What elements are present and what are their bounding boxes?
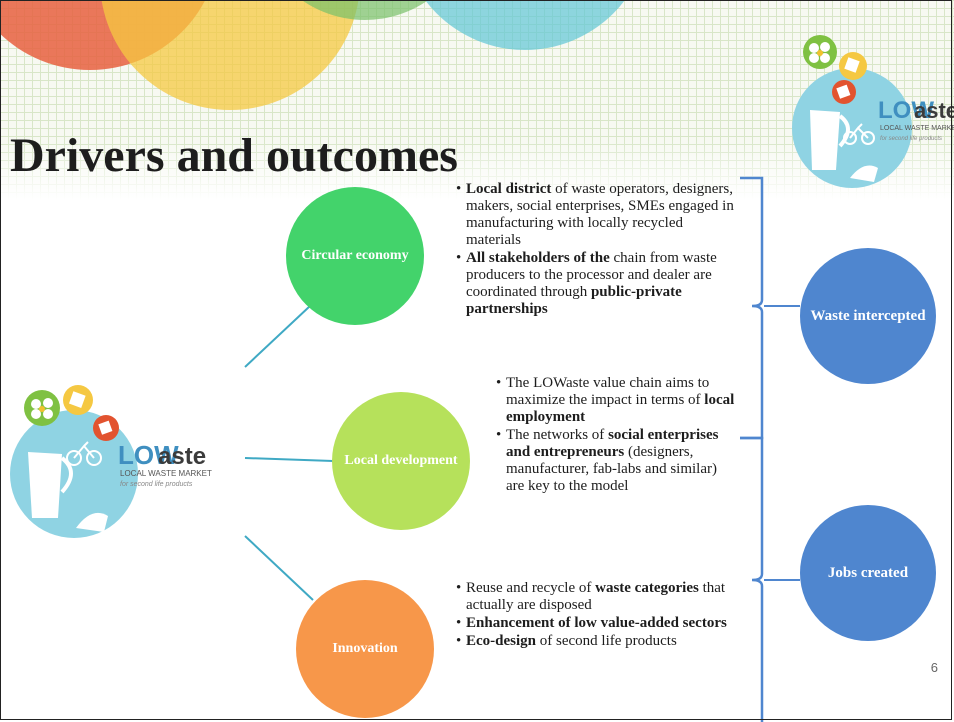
lowaste-logo-left: LOW aste LOCAL WASTE MARKET for second l… xyxy=(10,385,212,538)
node-label: Innovation xyxy=(332,640,398,656)
bullet-item: Eco-design of second life products xyxy=(456,633,736,650)
bullets-local-development: The LOWaste value chain aims to maximize… xyxy=(496,375,736,496)
logo-brand-prefix: LOW xyxy=(878,97,934,124)
brace-waste xyxy=(740,176,764,440)
logo-brand-suffix: aste xyxy=(158,443,206,470)
flower-center-icon xyxy=(39,406,45,412)
node-circular-economy: Circular economy xyxy=(286,187,424,325)
connector-circular xyxy=(244,305,311,368)
node-jobs-created: Jobs created xyxy=(800,505,936,641)
bullet-item: The networks of social enterprises and e… xyxy=(496,427,736,495)
node-local-development: Local development xyxy=(332,392,470,530)
logo-brand-prefix: LOW xyxy=(118,440,179,470)
node-waste-intercepted: Waste intercepted xyxy=(800,248,936,384)
node-label: Circular economy xyxy=(301,247,409,263)
connector-local xyxy=(244,457,334,462)
page-number: 6 xyxy=(930,660,938,675)
node-innovation: Innovation xyxy=(296,580,434,718)
bullet-item: Reuse and recycle of waste categories th… xyxy=(456,580,736,614)
bullet-item: All stakeholders of the chain from waste… xyxy=(456,250,736,318)
bullets-circular-economy: Local district of waste operators, desig… xyxy=(456,181,736,319)
node-label: Waste intercepted xyxy=(810,308,926,324)
bullet-item: The LOWaste value chain aims to maximize… xyxy=(496,375,736,426)
logo-subtagline: for second life products xyxy=(120,481,193,488)
node-label: Jobs created xyxy=(827,565,909,581)
bullets-innovation: Reuse and recycle of waste categories th… xyxy=(456,580,736,651)
flower-center-icon xyxy=(817,50,823,56)
logo-tagline: LOCAL WASTE MARKET xyxy=(880,125,954,132)
bullet-item: Enhancement of low value-added sectors xyxy=(456,615,736,632)
logo-subtagline: for second life products xyxy=(880,136,942,142)
slide-title: Drivers and outcomes xyxy=(10,129,458,182)
connector-innovation xyxy=(244,535,314,601)
brace-jobs xyxy=(740,436,764,722)
lowaste-logo-top: LOW aste LOCAL WASTE MARKET for second l… xyxy=(792,35,954,188)
logo-brand-suffix: aste xyxy=(914,98,954,123)
logo-tagline: LOCAL WASTE MARKET xyxy=(120,469,212,478)
bullet-item: Local district of waste operators, desig… xyxy=(456,181,736,249)
node-label: Local development xyxy=(344,452,458,468)
